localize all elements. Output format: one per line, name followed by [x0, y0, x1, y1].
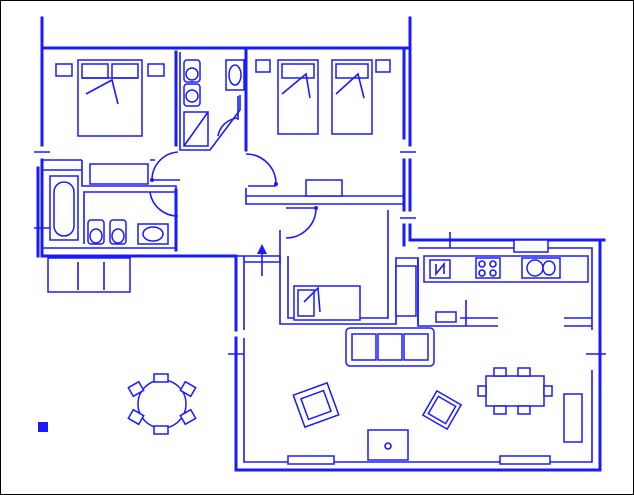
double-bed-icon: [55, 59, 165, 137]
bathroom-door-icon: [149, 191, 179, 217]
fridge-icon: [429, 259, 451, 279]
bidet-icon: [183, 83, 201, 107]
shower-icon: [183, 111, 209, 147]
wall-markers: [34, 151, 606, 355]
toilet-icon: [87, 219, 105, 245]
desk-icon: [305, 179, 343, 197]
dresser-icon: [89, 163, 149, 185]
toilet-icon: [183, 59, 201, 83]
wc-door-icon: [217, 96, 239, 137]
sideboard-icon: [563, 393, 583, 443]
kitchen-door-icon: [435, 300, 467, 323]
walls: [36, 16, 606, 472]
round-table-icon: [127, 373, 197, 435]
north-marker: [38, 422, 48, 432]
sofa-icon: [345, 327, 435, 367]
bathtub-icon: [49, 175, 79, 241]
armchair-icon: [292, 381, 340, 429]
dining-table-icon: [477, 367, 553, 415]
terrace-bench-icon: [47, 257, 131, 293]
entrance-arrow-icon: [257, 244, 267, 276]
bedroom-door-icon: [150, 151, 180, 182]
stove-icon: [475, 257, 501, 279]
sink-icon: [225, 59, 245, 91]
twin-bedroom-door-icon: [245, 153, 278, 187]
tv-unit-icon: [367, 429, 409, 461]
sink-icon: [137, 223, 169, 245]
kitchen-sink-icon: [521, 257, 561, 279]
single-bed-icon: [293, 285, 361, 321]
hall-door-icon: [285, 206, 318, 239]
window-icon: [287, 455, 551, 465]
twin-bed-icon: [255, 59, 391, 135]
wardrobe-icon: [395, 265, 417, 317]
armchair-icon: [421, 389, 463, 431]
bidet-icon: [109, 219, 127, 245]
